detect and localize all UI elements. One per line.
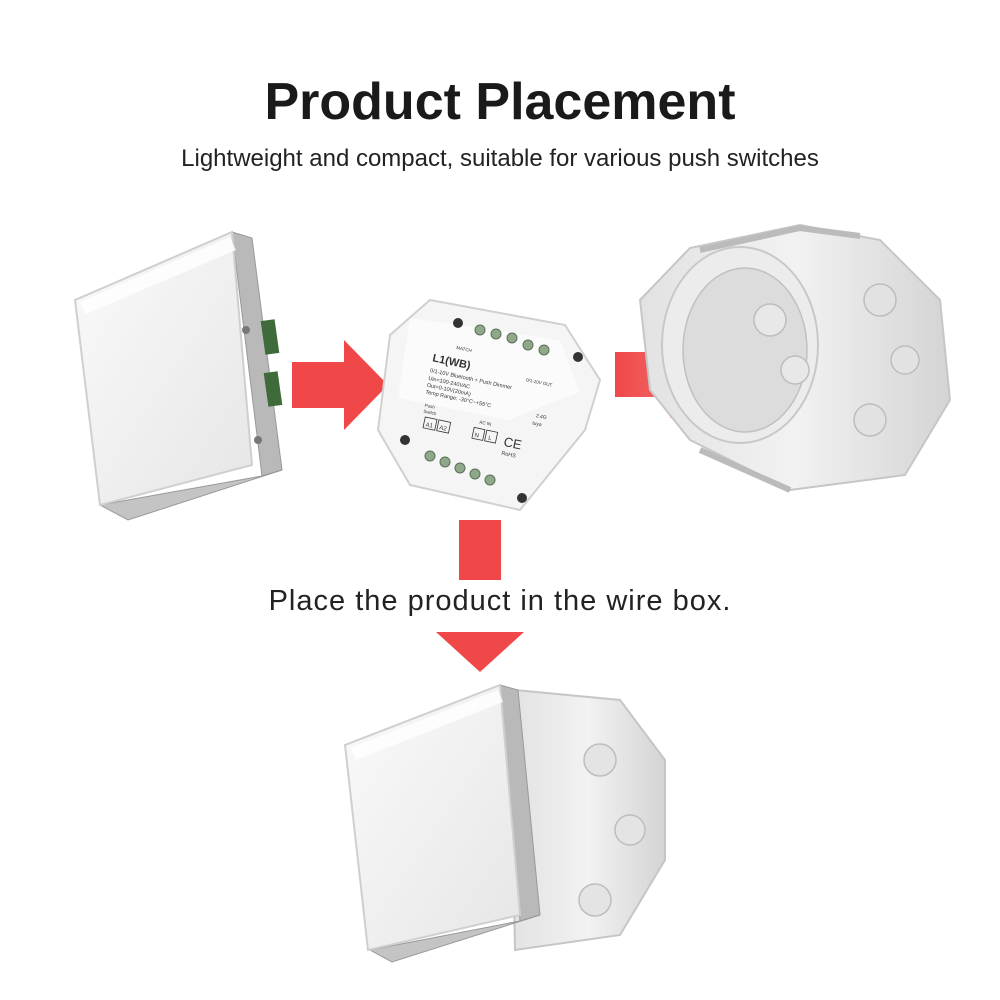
arrow-down — [436, 520, 524, 672]
device-match-label: MATCH — [456, 345, 472, 353]
rohs-mark: RoHS — [501, 451, 517, 460]
wire-box-image — [638, 223, 952, 493]
push-switch-image — [73, 230, 283, 521]
instruction-caption: Place the product in the wire box. — [268, 585, 732, 617]
terminal-a2-label: A2 — [439, 425, 448, 433]
terminal-l-label: L — [488, 436, 493, 443]
ce-mark: CE — [502, 434, 523, 452]
dimmer-module-image: L1(WB) 0/1-10V Bluetooth + Push Dimmer U… — [376, 298, 602, 512]
band-label: 2.4G — [535, 413, 547, 421]
arrow-right-1 — [292, 340, 388, 430]
terminal-n-label: N — [474, 433, 479, 440]
tuya-logo: tuya — [532, 420, 543, 428]
device-ac-in-label: AC IN — [479, 419, 492, 426]
device-switch-label: Switch — [423, 409, 437, 417]
terminal-a1-label: A1 — [425, 422, 434, 430]
assembled-switch-in-box-image — [343, 683, 666, 963]
page-title: Product Placement — [264, 73, 736, 131]
device-push-label: Push — [424, 403, 436, 410]
page-subtitle: Lightweight and compact, suitable for va… — [181, 145, 819, 172]
device-out-label: 0/1-10V OUT — [526, 377, 553, 387]
